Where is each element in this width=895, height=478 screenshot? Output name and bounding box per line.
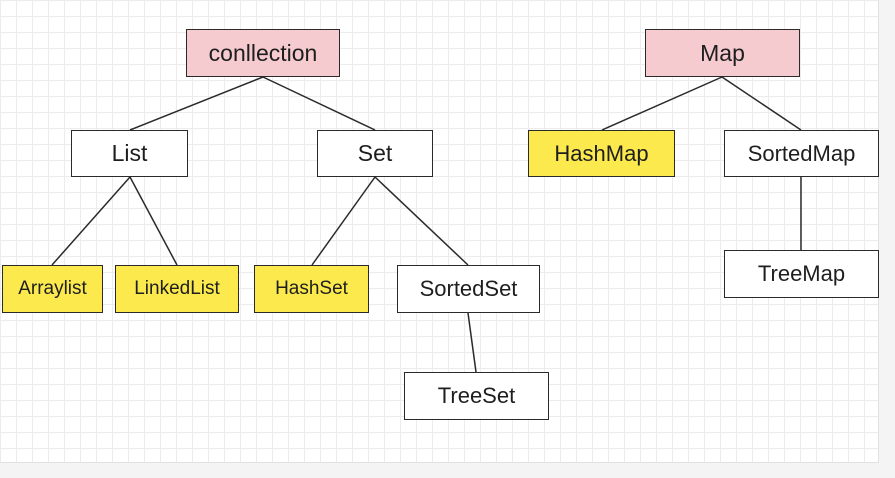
node-hashset: HashSet <box>254 265 369 313</box>
edge-collection-list <box>129 76 264 131</box>
node-set: Set <box>317 130 433 177</box>
edge-map-hashmap <box>601 76 723 131</box>
edge-map-sortedmap <box>721 76 802 131</box>
edge-set-hashset <box>311 176 376 266</box>
edge-list-arraylist <box>51 176 131 266</box>
edge-collection-set <box>262 76 376 131</box>
node-map: Map <box>645 29 800 77</box>
node-linkedlist: LinkedList <box>115 265 239 313</box>
edge-set-sortedset <box>374 176 469 266</box>
node-arraylist: Arraylist <box>2 265 103 313</box>
node-hashmap: HashMap <box>528 130 675 177</box>
edge-sortedset-treeset <box>467 312 477 373</box>
node-collection: conllection <box>186 29 340 77</box>
edge-list-linkedlist <box>129 176 178 266</box>
node-treemap: TreeMap <box>724 250 879 298</box>
diagram-canvas: conllection List Set Arraylist LinkedLis… <box>0 0 879 463</box>
node-sortedmap: SortedMap <box>724 130 879 177</box>
node-treeset: TreeSet <box>404 372 549 420</box>
node-sortedset: SortedSet <box>397 265 540 313</box>
node-list: List <box>71 130 188 177</box>
